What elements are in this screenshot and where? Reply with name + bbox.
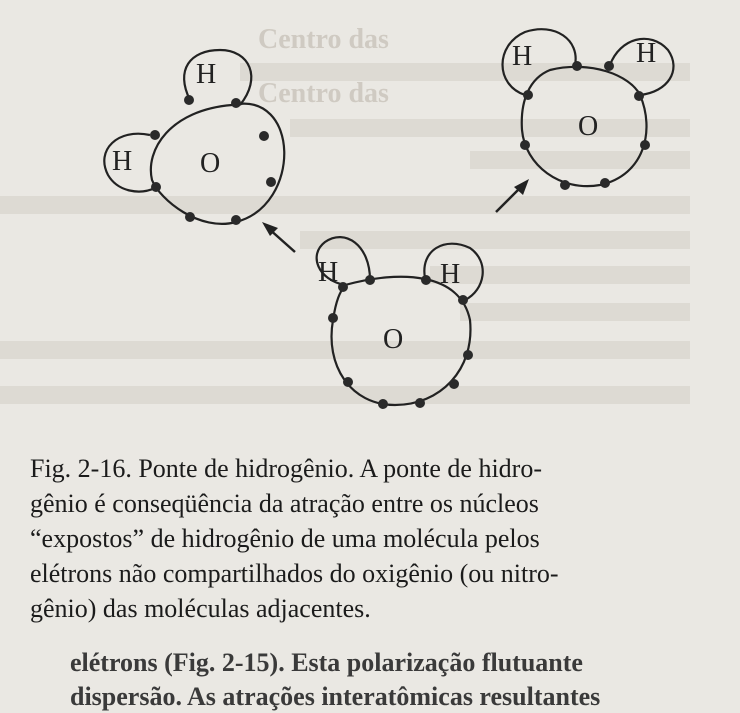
bottom-h-right: H xyxy=(440,259,460,290)
bottom-electron-dots xyxy=(328,275,473,409)
left-h-top: H xyxy=(196,59,216,90)
bleed-text-1: Centro das xyxy=(258,24,389,55)
caption-line-4: elétrons não compartilhados do oxigênio … xyxy=(30,559,559,588)
figure-caption: Fig. 2-16. Ponte de hidrogênio. A ponte … xyxy=(30,451,692,626)
caption-line-5: gênio) das moléculas adjacentes. xyxy=(30,594,371,623)
right-h-left: H xyxy=(512,41,532,72)
right-electron-dots xyxy=(520,61,650,190)
caption-line-1: Fig. 2-16. Ponte de hidrogênio. A ponte … xyxy=(30,454,543,483)
bottom-o: O xyxy=(383,324,403,355)
body-text-line-2: dispersão. As atrações interatômicas res… xyxy=(70,682,601,711)
right-h-right: H xyxy=(636,38,656,69)
bond-arrow-right xyxy=(495,179,529,213)
caption-line-2: gênio é conseqüência da atração entre os… xyxy=(30,489,539,518)
left-molecule xyxy=(103,48,286,225)
left-o: O xyxy=(200,148,220,179)
bottom-h-left: H xyxy=(318,257,338,288)
bleed-lines xyxy=(0,63,690,404)
bleed-text-2: Centro das xyxy=(258,78,389,109)
left-electron-dots xyxy=(150,95,276,225)
bond-arrow-left xyxy=(262,222,296,253)
left-h-left: H xyxy=(112,146,132,177)
body-text-line-1: elétrons (Fig. 2-15). Esta polarização f… xyxy=(70,648,583,677)
hydrogen-bond-figure: Centro das Centro das H H O H H xyxy=(0,24,690,409)
caption-line-3: “expostos” de hidrogênio de uma molécula… xyxy=(30,524,540,553)
right-o: O xyxy=(578,111,598,142)
